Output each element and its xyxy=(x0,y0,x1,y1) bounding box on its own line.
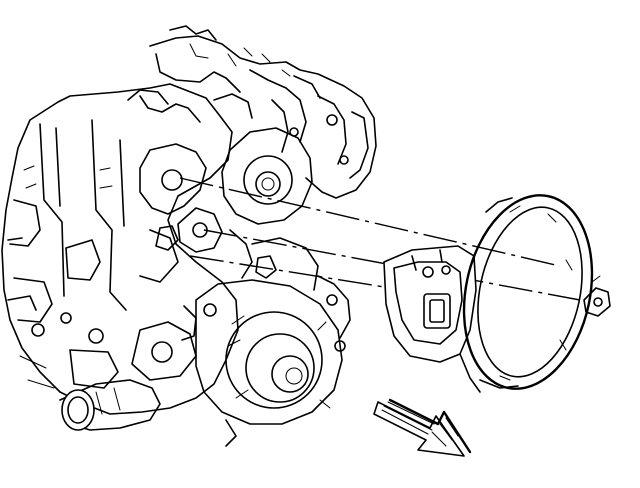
bracket-icon xyxy=(383,245,481,393)
water-pump-icon xyxy=(181,237,351,447)
coolant-pipe-icon xyxy=(59,379,161,431)
ring-gasket-icon xyxy=(462,194,611,390)
engine-block-icon xyxy=(1,83,239,415)
arrow-forward-icon xyxy=(373,398,472,457)
